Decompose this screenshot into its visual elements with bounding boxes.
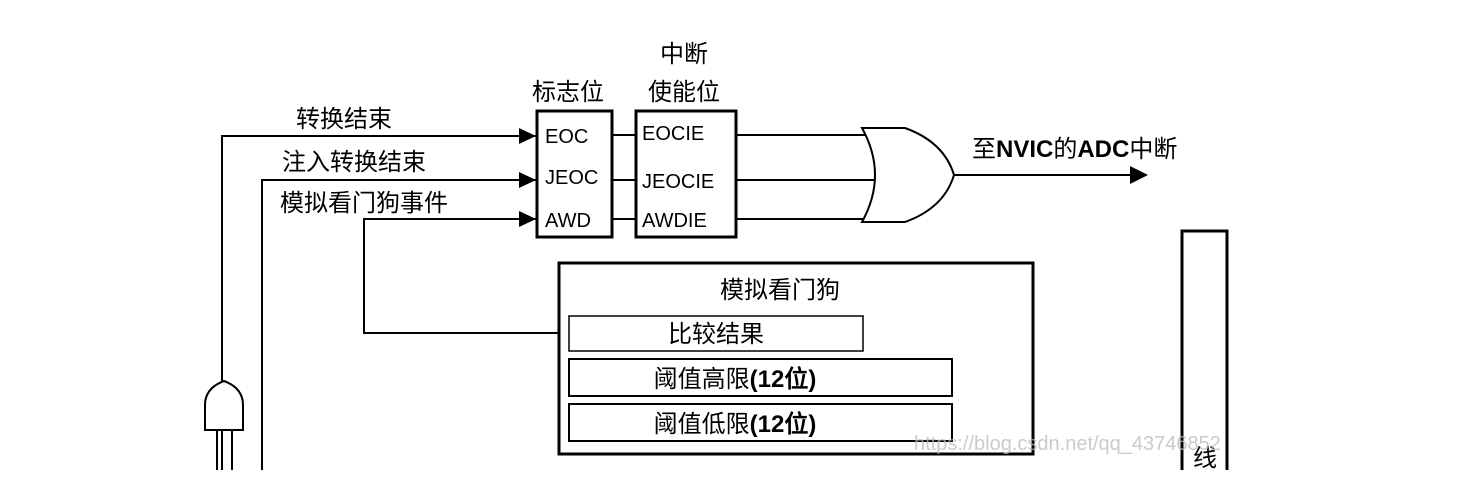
watchdog-event-line bbox=[363, 218, 560, 334]
injected-conversion-end-line bbox=[261, 179, 536, 470]
output-label: 至NVIC的ADC中断 bbox=[972, 135, 1177, 163]
enable-eocie: EOCIE bbox=[642, 123, 704, 145]
signal-label-watchdog-event: 模拟看门狗事件 bbox=[280, 189, 448, 217]
enable-bits-box bbox=[634, 109, 738, 239]
signal-lines bbox=[221, 135, 560, 470]
conversion-end-line bbox=[221, 135, 536, 470]
analog-watchdog-title: 模拟看门狗 bbox=[720, 276, 840, 304]
input-arrowheads bbox=[519, 128, 536, 227]
or-gate-inputs bbox=[736, 134, 875, 220]
flag-awd: AWD bbox=[545, 210, 591, 232]
flag-jeoc: JEOC bbox=[545, 167, 598, 189]
enable-jeocie: JEOCIE bbox=[642, 171, 714, 193]
low-threshold-label: 阈值低限(12位) bbox=[654, 410, 817, 438]
arrowhead-jeoc bbox=[519, 172, 536, 188]
low-threshold-box bbox=[568, 403, 953, 442]
interrupt-header-line1: 中断 bbox=[660, 40, 708, 68]
watermark: https://blog.csdn.net/qq_43746852 bbox=[914, 433, 1221, 455]
arrowhead-awd bbox=[519, 211, 536, 227]
arrowhead-eoc bbox=[519, 128, 536, 144]
right-partial-label: 线 bbox=[1193, 444, 1217, 472]
or-gate bbox=[860, 127, 956, 223]
interrupt-header-line2: 使能位 bbox=[648, 78, 720, 106]
compare-result-box bbox=[568, 315, 864, 352]
compare-result-label: 比较结果 bbox=[668, 320, 764, 348]
flag-bits-header: 标志位 bbox=[532, 78, 604, 106]
flag-bits-box bbox=[535, 109, 614, 239]
right-partial-box bbox=[1180, 229, 1229, 470]
flag-eoc: EOC bbox=[545, 126, 588, 148]
box-connectors bbox=[612, 134, 636, 220]
signal-label-conversion-end: 转换结束 bbox=[296, 105, 392, 133]
lower-or-gate bbox=[204, 379, 244, 431]
signal-label-injected-conversion-end: 注入转换结束 bbox=[282, 148, 426, 176]
high-threshold-box bbox=[568, 358, 953, 397]
enable-awdie: AWDIE bbox=[642, 210, 707, 232]
output-arrowhead bbox=[1130, 166, 1148, 184]
high-threshold-label: 阈值高限(12位) bbox=[654, 365, 817, 393]
